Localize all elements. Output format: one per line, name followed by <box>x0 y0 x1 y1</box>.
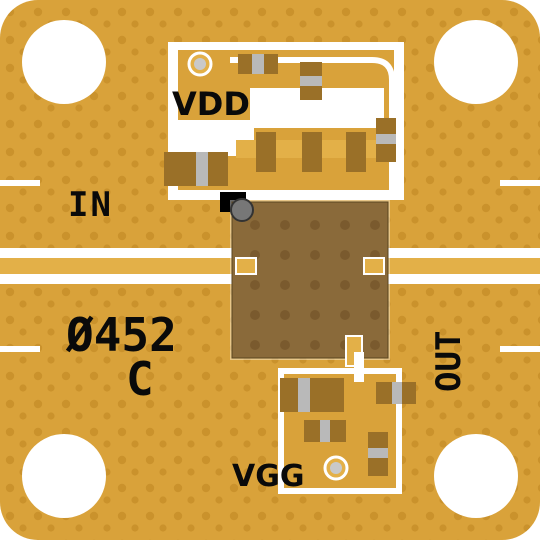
vdd-bias-network <box>164 42 404 212</box>
vdd-resistor-2 <box>302 132 322 172</box>
mounting-hole-top-right <box>434 20 518 104</box>
rf-transmission-line <box>0 180 540 352</box>
input-label: IN <box>68 185 113 225</box>
mmic-die <box>230 198 390 367</box>
mounting-hole-bottom-left <box>22 434 106 518</box>
mounting-hole-top-left <box>22 20 106 104</box>
vgg-label: VGG <box>232 459 305 494</box>
mounting-hole-bottom-right <box>434 434 518 518</box>
part-number-label: Ø452 <box>66 308 177 362</box>
chip-pin1-dot <box>230 198 254 222</box>
vgg-bias-network <box>278 352 416 494</box>
vgg-capacitor-1 <box>280 378 344 412</box>
vdd-resistor-3 <box>346 132 366 172</box>
output-label: OUT <box>429 330 469 392</box>
revision-label: C <box>126 352 154 406</box>
vdd-label: VDD <box>172 85 250 123</box>
vdd-resistor-1 <box>256 132 276 172</box>
mounting-holes <box>22 20 518 518</box>
